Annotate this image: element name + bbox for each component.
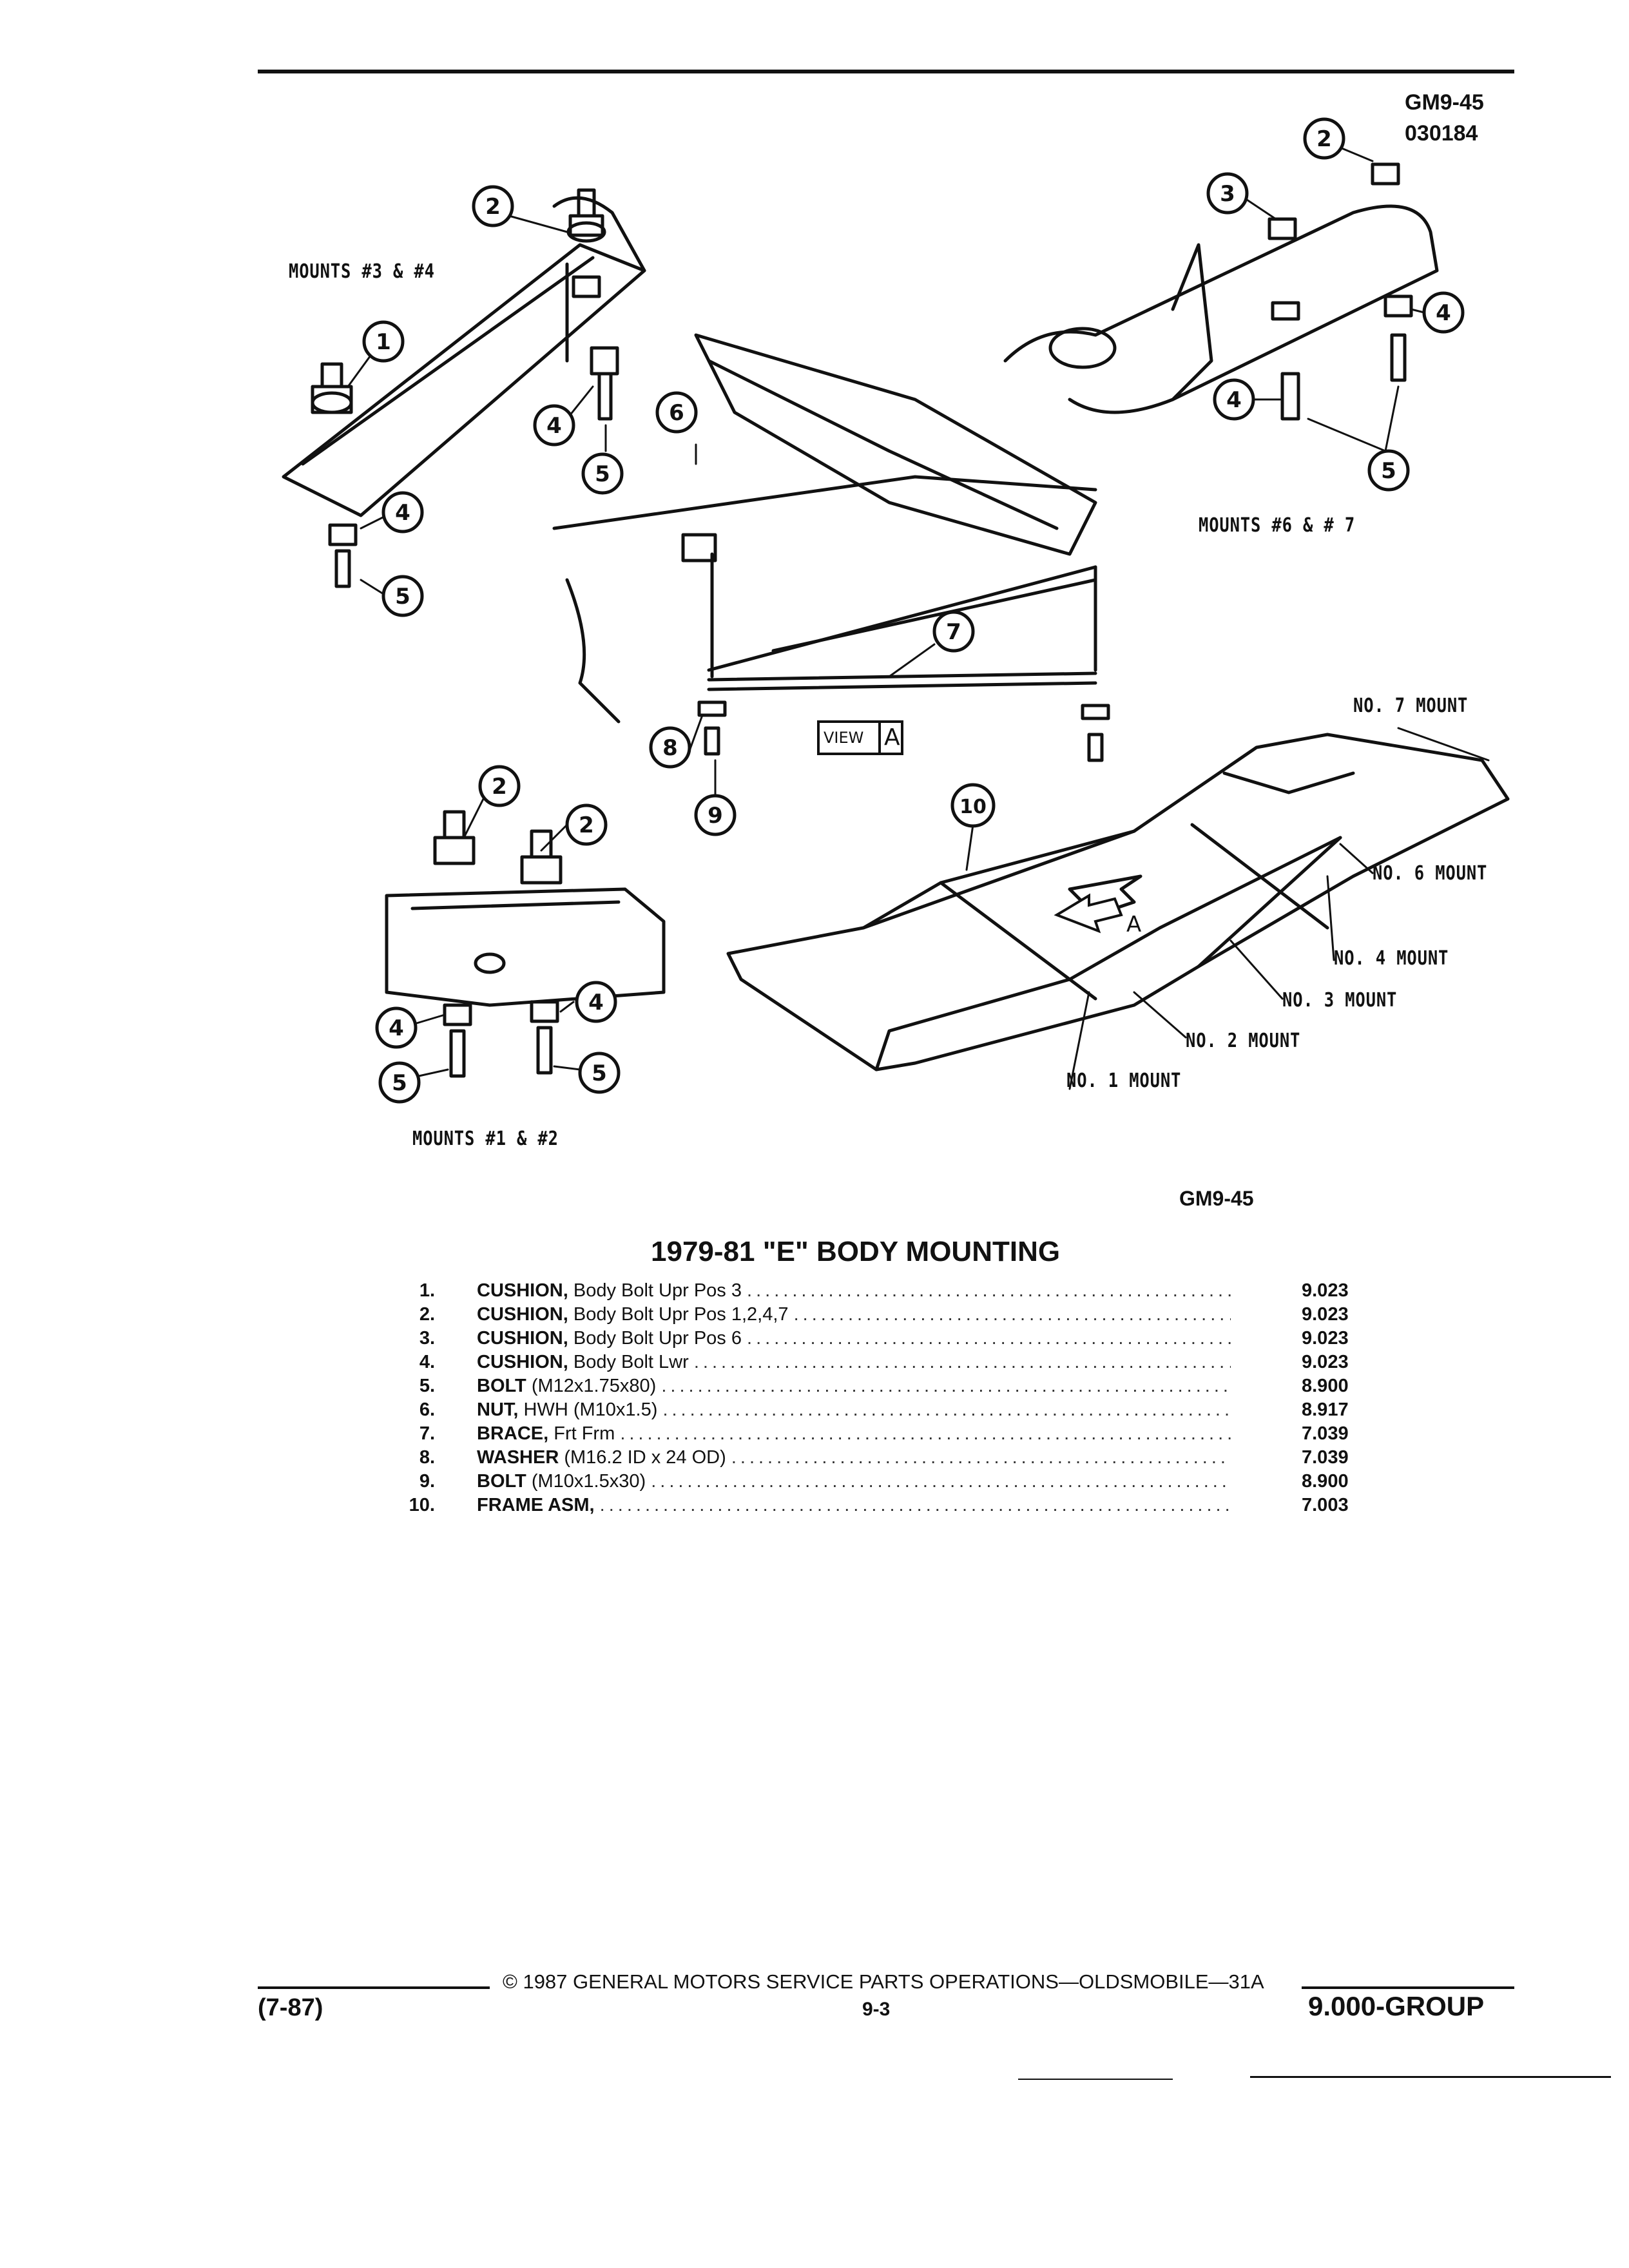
svg-text:2: 2: [492, 774, 507, 800]
label-no1-mount: NO. 1 MOUNT: [1066, 1070, 1182, 1092]
bottom-rule: [1250, 2076, 1611, 2078]
frame-rail-mounts-6-7: [1003, 162, 1439, 421]
svg-text:2: 2: [579, 812, 594, 838]
label-no6-mount: NO. 6 MOUNT: [1373, 862, 1488, 885]
list-item: 5. BOLT (M12x1.75x80) ..................…: [419, 1376, 1349, 1396]
list-item: 10. FRAME ASM, .........................…: [409, 1495, 1349, 1515]
label-mounts-1-2: MOUNTS #1 & #2: [412, 1128, 559, 1150]
label-no4-mount: NO. 4 MOUNT: [1334, 947, 1449, 970]
svg-text:10: 10: [959, 796, 987, 818]
footer-copyright: © 1987 GENERAL MOTORS SERVICE PARTS OPER…: [503, 1970, 1264, 1993]
list-item: 3. CUSHION, Body Bolt Upr Pos 6 ........…: [419, 1328, 1349, 1349]
svg-text:4: 4: [1436, 300, 1451, 326]
list-item: 4. CUSHION, Body Bolt Lwr ..............…: [419, 1352, 1349, 1372]
svg-text:4: 4: [389, 1015, 404, 1041]
figure-code-bottom: GM9-45: [1179, 1187, 1254, 1210]
view-a-box: [817, 720, 903, 755]
list-item: 1. CUSHION, Body Bolt Upr Pos 3 ........…: [419, 1280, 1349, 1301]
list-item: 2. CUSHION, Body Bolt Upr Pos 1,2,4,7 ..…: [419, 1304, 1349, 1325]
svg-text:4: 4: [546, 413, 562, 439]
label-mounts-3-4: MOUNTS #3 & #4: [289, 260, 435, 283]
footer-date: (7-87): [258, 1994, 323, 2021]
list-item: 6. NUT, HWH (M10x1.5) ..................…: [419, 1399, 1349, 1420]
footer-page-number: 9-3: [862, 1999, 891, 2020]
svg-text:5: 5: [1381, 458, 1396, 484]
svg-text:4: 4: [1226, 387, 1242, 413]
callout-numbers: 2 1 4 5 6 4 5 7 8 9 10 3 2 4 4 5 2 2 4 4…: [376, 126, 1451, 1096]
svg-text:5: 5: [395, 584, 410, 610]
footer-rule-right: [1302, 1986, 1514, 1989]
svg-text:5: 5: [595, 461, 610, 487]
svg-text:2: 2: [485, 194, 501, 220]
list-item: 8. WASHER (M16.2 ID x 24 OD) ...........…: [419, 1447, 1349, 1468]
svg-text:3: 3: [1220, 181, 1235, 207]
svg-text:9: 9: [708, 803, 723, 829]
front-frame-crossmember: [552, 333, 1097, 724]
frame-rail-mounts-3-4: [282, 196, 646, 517]
label-no3-mount: NO. 3 MOUNT: [1282, 989, 1398, 1012]
top-rule: [258, 70, 1514, 73]
svg-text:5: 5: [592, 1061, 607, 1086]
view-letter: A: [884, 724, 900, 751]
figure-code-top: GM9-45: [1405, 90, 1484, 115]
svg-text:1: 1: [376, 329, 391, 355]
mount-leader-lines: [1068, 727, 1490, 1090]
view-direction-arrow: [1054, 893, 1123, 934]
cushion-stack-mount-3: [311, 188, 619, 588]
arrow-letter: A: [1126, 912, 1142, 937]
parts-list: 1. CUSHION, Body Bolt Upr Pos 3 ........…: [387, 1279, 1392, 1517]
svg-text:6: 6: [669, 400, 684, 426]
svg-text:5: 5: [392, 1070, 407, 1096]
callouts: [362, 117, 1465, 1104]
svg-text:7: 7: [946, 619, 961, 645]
body-mounting-illustration: 2 1 4 5 6 4 5 7 8 9 10 3 2 4 4 5 2 2 4 4…: [282, 117, 1510, 1104]
front-frame-brace: [681, 533, 1110, 762]
list-item: 7. BRACE, Frt Frm ......................…: [419, 1423, 1349, 1444]
label-no7-mount: NO. 7 MOUNT: [1353, 695, 1469, 717]
frame-assembly: [726, 733, 1510, 1072]
frame-rail-mounts-1-2: [385, 810, 666, 1078]
svg-text:4: 4: [395, 500, 410, 526]
svg-text:8: 8: [662, 735, 678, 761]
callout-leader-lines: [347, 144, 1425, 1077]
figure-date-code: 030184: [1405, 121, 1478, 146]
label-mounts-6-7: MOUNTS #6 & # 7: [1199, 514, 1356, 537]
svg-text:4: 4: [588, 990, 604, 1015]
footer-group: 9.000-GROUP: [1308, 1991, 1485, 2021]
label-no2-mount: NO. 2 MOUNT: [1186, 1030, 1301, 1052]
view-word: VIEW: [824, 729, 864, 747]
svg-text:2: 2: [1316, 126, 1332, 152]
list-item: 9. BOLT (M10x1.5x30) ...................…: [419, 1471, 1349, 1492]
footer-rule-left: [258, 1986, 490, 1989]
page-title: 1979-81 "E" BODY MOUNTING: [651, 1236, 1061, 1267]
bottom-rule-short: [1018, 2079, 1173, 2080]
